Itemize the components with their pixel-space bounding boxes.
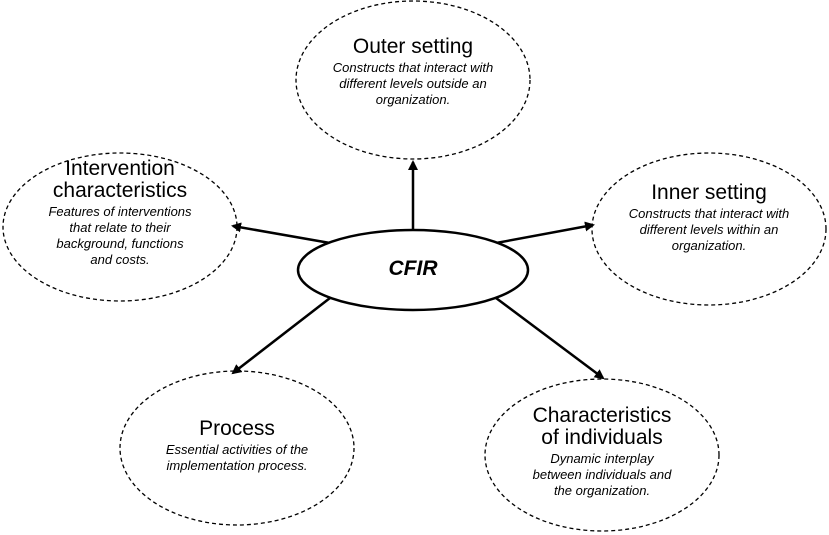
arrow-to-characteristics-of-individuals [495, 296, 605, 380]
characteristics-of-individuals-ellipse [484, 378, 720, 532]
process-ellipse [119, 370, 355, 526]
inner-setting-node: Inner setting Constructs that interact w… [609, 182, 809, 254]
characteristics-of-individuals-node: Characteristics of individuals Dynamic i… [507, 405, 697, 499]
arrow-to-intervention-characteristics [231, 222, 331, 245]
process-node: Process Essential activities of the impl… [137, 418, 337, 474]
process-description: Essential activities of the implementati… [165, 442, 309, 473]
intervention-characteristics-title: Intervention characteristics [52, 157, 188, 202]
outer-setting-node: Outer setting Constructs that interact w… [313, 36, 513, 108]
inner-setting-title: Inner setting [651, 181, 767, 204]
intervention-characteristics-node: Intervention characteristics Features of… [25, 158, 215, 268]
arrow-to-inner-setting [495, 221, 595, 245]
characteristics-of-individuals-description: Dynamic interplay between individuals an… [532, 451, 672, 498]
outer-setting-description: Constructs that interact with different … [332, 60, 494, 107]
outer-setting-ellipse [295, 0, 531, 160]
arrow-to-process [231, 297, 331, 375]
cfir-center-ellipse [296, 228, 530, 312]
cfir-center-label: CFIR [388, 257, 438, 280]
characteristics-of-individuals-title: Characteristics of individuals [532, 404, 672, 449]
intervention-characteristics-description: Features of interventions that relate to… [48, 204, 192, 267]
outer-setting-title: Outer setting [352, 35, 474, 58]
process-title: Process [199, 417, 275, 440]
inner-setting-description: Constructs that interact with different … [628, 206, 790, 253]
inner-setting-ellipse [591, 152, 827, 306]
